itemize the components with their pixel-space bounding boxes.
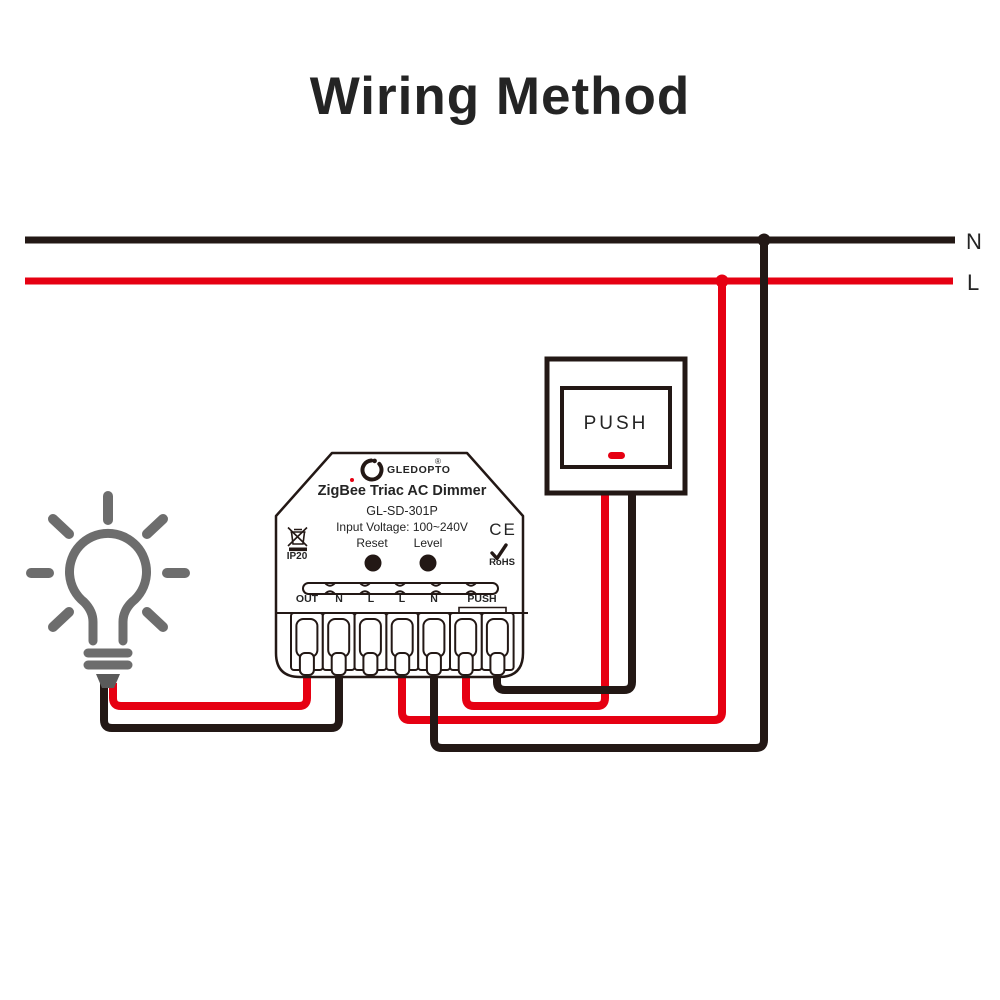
terminal-block [276, 612, 528, 676]
junction-dot-neutral [757, 233, 771, 247]
level-button-dot [419, 554, 437, 572]
model-number: GL-SD-301P [366, 504, 438, 518]
push-switch [544, 356, 688, 496]
mains-bus-lines [25, 236, 955, 285]
push-switch-indicator [608, 452, 625, 459]
wire-live-input-red [398, 281, 726, 724]
bulb-ray-nw [48, 514, 74, 539]
wire-lamp-red [109, 664, 311, 710]
light-bulb-icon [26, 491, 190, 688]
level-label: Level [413, 536, 443, 550]
push-switch-label: PUSH [583, 413, 649, 434]
bulb-ray-sw [48, 607, 74, 632]
bulb-ray-se [142, 607, 168, 632]
gledopto-logo-icon [360, 458, 384, 482]
junction-dot-live [715, 274, 729, 288]
terminal-label-out: OUT [295, 593, 319, 605]
bulb-base-tip [96, 674, 120, 688]
terminal-label-l-out: L [367, 593, 375, 605]
terminal-label-push: PUSH [467, 593, 497, 605]
wire-slot [302, 582, 499, 595]
ce-mark: CE [489, 520, 517, 539]
indicator-dot [350, 478, 354, 482]
neutral-bus-label: N [966, 229, 982, 254]
rohs-check-icon [490, 543, 508, 561]
product-name: ZigBee Triac AC Dimmer [317, 483, 487, 499]
weee-bin-icon [287, 526, 308, 552]
reset-button-dot [364, 554, 382, 572]
terminal-clamps [295, 618, 509, 676]
rohs-label: RoHS [489, 557, 515, 568]
dimmer-device [274, 451, 528, 679]
wire-push-red [462, 486, 609, 710]
registered-mark: ® [435, 457, 441, 466]
input-voltage-label: Input Voltage: 100~240V [336, 520, 468, 534]
bulb-glass [65, 528, 151, 646]
live-bus-label: L [967, 270, 980, 295]
push-terminal-bracket [458, 606, 507, 614]
terminal-label-n-right: N [430, 593, 438, 605]
reset-label: Reset [356, 536, 388, 550]
wires [100, 233, 771, 752]
brand-label: GLEDOPTO [387, 464, 451, 476]
bulb-ray-ne [142, 514, 168, 539]
ip-rating-label: IP20 [286, 551, 308, 562]
terminal-label-n-left: N [335, 593, 343, 605]
wire-push-black [493, 486, 636, 694]
terminal-label-l-in: L [398, 593, 406, 605]
page-title: Wiring Method [309, 67, 691, 126]
wire-neutral-input-black [430, 240, 768, 752]
wire-lamp-black [100, 664, 343, 732]
